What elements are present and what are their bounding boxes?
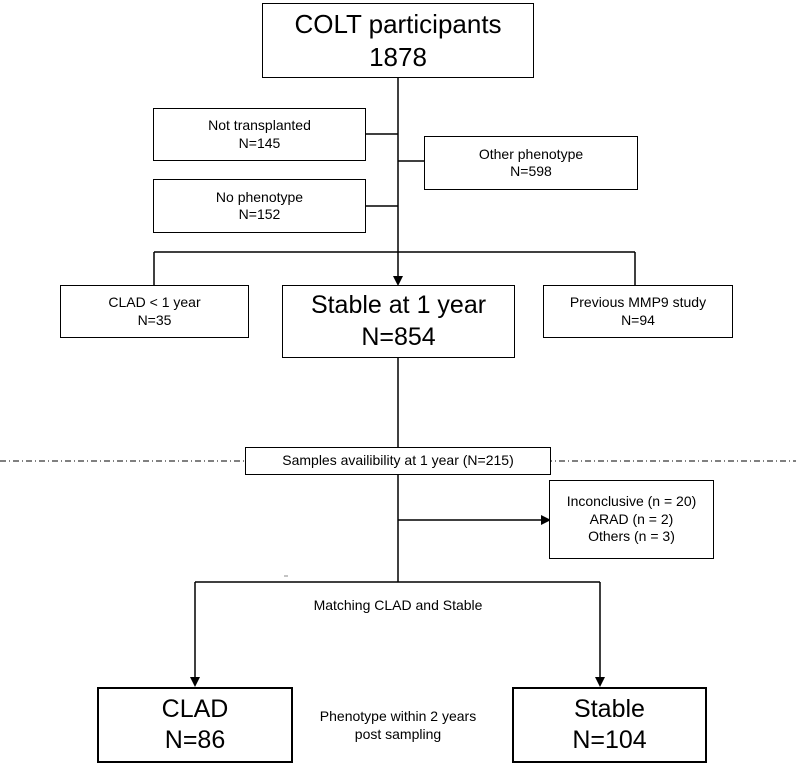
samples-availability-box: Samples availibility at 1 year (N=215) — [245, 447, 551, 475]
no-phenotype-box: No phenotype N=152 — [153, 179, 366, 233]
clad-lt1-value: N=35 — [137, 311, 172, 328]
colt-value: 1878 — [369, 41, 427, 72]
stable-value: N=104 — [572, 726, 647, 754]
phenotype-label-line-2: post sampling — [354, 725, 442, 742]
stable-box: Stable N=104 — [512, 687, 707, 763]
no-phenotype-value: N=152 — [238, 206, 281, 222]
other-phenotype-title: Other phenotype — [478, 145, 584, 162]
other-phenotype-value: N=598 — [510, 163, 552, 179]
phenotype-label-line-1: Phenotype within 2 years — [319, 708, 477, 724]
clad-title: CLAD — [161, 694, 229, 723]
stable-1yr-value: N=854 — [361, 322, 436, 351]
previous-mmp9-title: Previous MMP9 study — [569, 294, 707, 310]
not-transplanted-value: N=145 — [238, 134, 281, 151]
clad-lt1-box: CLAD < 1 year N=35 — [60, 285, 249, 338]
clad-box: CLAD N=86 — [97, 687, 293, 763]
not-transplanted-title: Not transplanted — [208, 117, 311, 133]
previous-mmp9-value: N=94 — [621, 311, 655, 328]
not-transplanted-box: Not transplanted N=145 — [153, 108, 366, 161]
clad-lt1-title: CLAD < 1 year — [108, 294, 201, 310]
clad-value: N=86 — [164, 726, 226, 754]
excluded-line-1: Inconclusive (n = 20) — [566, 493, 697, 510]
no-phenotype-title: No phenotype — [215, 188, 304, 205]
excluded-line-3: Others (n = 3) — [588, 528, 675, 545]
other-phenotype-box: Other phenotype N=598 — [424, 136, 638, 190]
samples-availability-title: Samples availibility at 1 year (N=215) — [282, 452, 514, 469]
excluded-line-2: ARAD (n = 2) — [589, 510, 674, 527]
matching-label: Matching CLAD and Stable — [313, 597, 483, 613]
phenotype-label: Phenotype within 2 years post sampling — [298, 708, 498, 743]
colt-participants-box: COLT participants 1878 — [262, 3, 534, 78]
stable-1yr-title: Stable at 1 year — [310, 291, 487, 320]
stable-title: Stable — [574, 694, 645, 723]
colt-title: COLT participants — [294, 9, 502, 39]
previous-mmp9-box: Previous MMP9 study N=94 — [543, 285, 733, 338]
stable-1yr-box: Stable at 1 year N=854 — [282, 285, 515, 358]
excluded-box: Inconclusive (n = 20) ARAD (n = 2) Other… — [549, 480, 714, 559]
